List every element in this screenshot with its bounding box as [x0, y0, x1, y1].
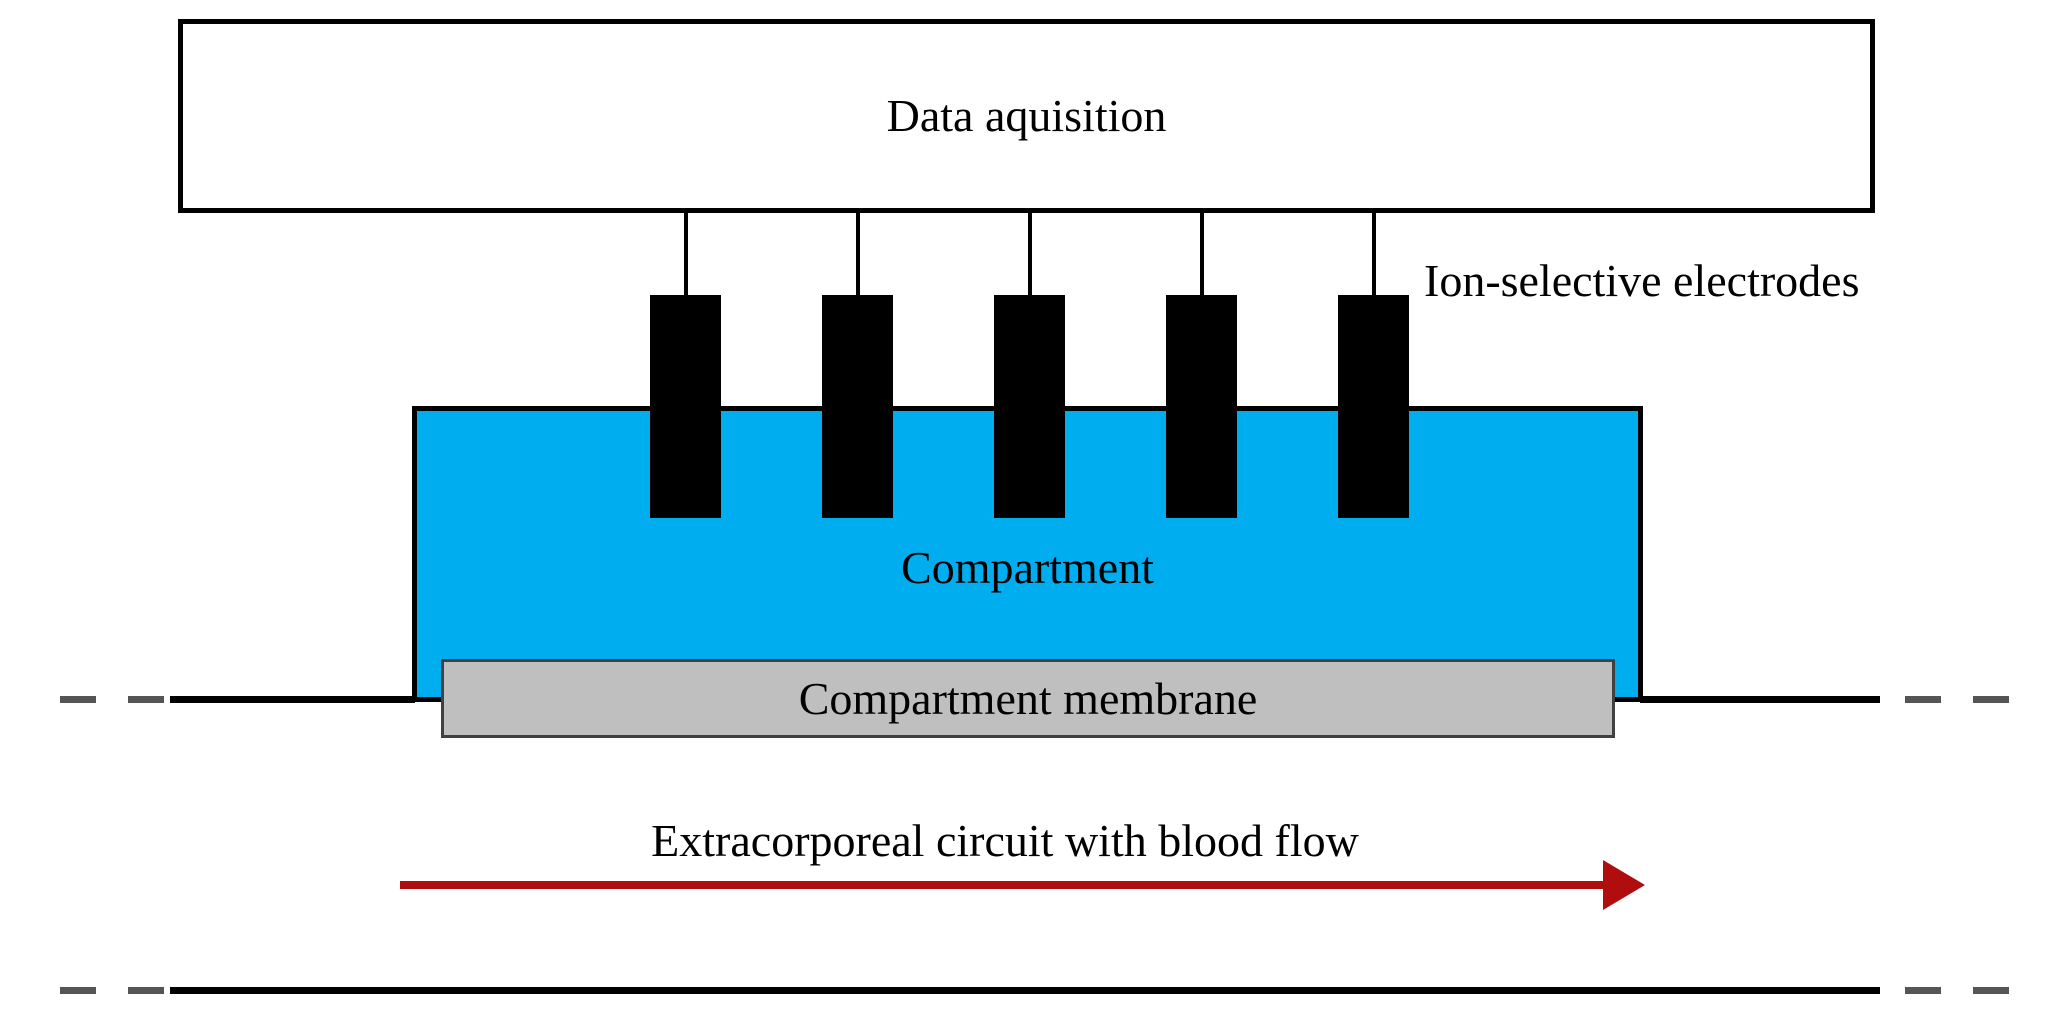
ion-selective-electrode-1	[650, 295, 721, 518]
compartment-label: Compartment	[901, 542, 1154, 593]
ion-selective-electrode-5	[1338, 295, 1409, 518]
electrode-lead-wire-5	[1372, 211, 1376, 297]
lower-wall-right-dashed	[1905, 987, 2035, 994]
blood-flow-arrow-head	[1603, 860, 1645, 910]
lower-wall-solid	[170, 987, 1880, 994]
upper-wall-left-dashed	[60, 696, 170, 703]
compartment-membrane: Compartment membrane	[441, 659, 1615, 738]
data-acquisition-label: Data aquisition	[886, 90, 1167, 141]
ion-selective-electrode-3	[994, 295, 1065, 518]
electrode-lead-wire-3	[1028, 211, 1032, 297]
ion-selective-electrode-2	[822, 295, 893, 518]
blood-flow-label: Extracorporeal circuit with blood flow	[651, 815, 1359, 866]
lower-wall-left-dashed	[60, 987, 170, 994]
data-acquisition-box: Data aquisition	[178, 19, 1875, 213]
electrode-lead-wire-2	[856, 211, 860, 297]
ion-selective-electrodes-label: Ion-selective electrodes	[1424, 255, 1860, 306]
compartment-membrane-label: Compartment membrane	[798, 672, 1258, 724]
upper-wall-right-solid	[1640, 696, 1880, 703]
upper-wall-right-dashed	[1905, 696, 2035, 703]
electrode-lead-wire-4	[1200, 211, 1204, 297]
upper-wall-left-solid	[170, 696, 415, 703]
electrode-lead-wire-1	[684, 211, 688, 297]
ion-selective-electrode-4	[1166, 295, 1237, 518]
blood-flow-arrow-shaft	[400, 881, 1610, 889]
